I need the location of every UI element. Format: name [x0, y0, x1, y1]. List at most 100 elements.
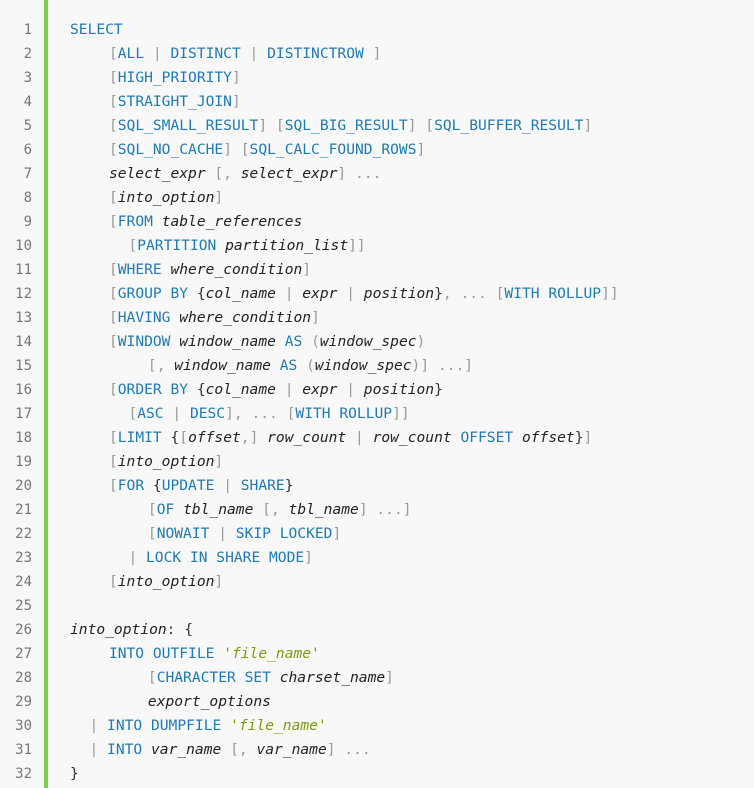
code-text: | LOCK IN SHARE MODE] — [128, 546, 313, 570]
line-number: 15 — [15, 358, 32, 374]
line-number: 11 — [15, 262, 32, 278]
syntax-punctuation: | — [163, 405, 190, 422]
sql-keyword: NOWAIT — [156, 525, 210, 542]
line-number: 3 — [23, 70, 32, 86]
code-line: 4[STRAIGHT_JOIN] — [0, 90, 754, 114]
code-text: [FROM table_references — [109, 210, 302, 234]
sql-keyword: AS — [279, 357, 298, 374]
syntax-variable: export_options — [147, 693, 271, 710]
code-text: | INTO DUMPFILE 'file_name' — [89, 714, 326, 738]
sql-keyword: OF — [156, 501, 175, 518]
code-line: 20[FOR {UPDATE | SHARE} — [0, 474, 754, 498]
line-number: 13 — [15, 310, 32, 326]
code-line: 21[OF tbl_name [, tbl_name] ...] — [0, 498, 754, 522]
syntax-punctuation: ] [ — [223, 141, 250, 158]
code-text: [STRAIGHT_JOIN] — [109, 90, 241, 114]
syntax-variable: table_references — [161, 213, 303, 230]
code-text: [ASC | DESC], ... [WITH ROLLUP]] — [128, 402, 409, 426]
syntax-punctuation: [, — [221, 741, 257, 758]
code-line: 14[WINDOW window_name AS (window_spec) — [0, 330, 754, 354]
syntax-variable: into_option — [117, 573, 215, 590]
syntax-punctuation: ] ... — [326, 741, 371, 758]
syntax-text — [221, 717, 230, 734]
sql-keyword: SQL_BIG_RESULT — [284, 117, 408, 134]
syntax-text — [216, 237, 225, 254]
code-text: [PARTITION partition_list]] — [128, 234, 365, 258]
code-text: [GROUP BY {col_name | expr | position}, … — [109, 282, 619, 306]
syntax-punctuation: | — [337, 381, 364, 398]
syntax-punctuation: [ — [179, 429, 189, 446]
syntax-punctuation: | — [144, 45, 171, 62]
string-literal: 'file_name' — [230, 717, 327, 734]
syntax-punctuation: ] — [583, 117, 593, 134]
code-text: [HIGH_PRIORITY] — [109, 66, 241, 90]
sql-keyword: ORDER BY — [117, 381, 189, 398]
code-line: 9[FROM table_references — [0, 210, 754, 234]
syntax-punctuation: ( — [302, 333, 320, 350]
syntax-text — [153, 213, 162, 230]
code-line: 13[HAVING where_condition] — [0, 306, 754, 330]
sql-keyword: INTO — [107, 741, 143, 758]
syntax-text — [271, 357, 280, 374]
syntax-punctuation: [ — [108, 117, 118, 134]
syntax-punctuation: [ — [108, 285, 118, 302]
syntax-variable: tbl_name — [183, 501, 254, 518]
code-text: | INTO var_name [, var_name] ... — [89, 738, 370, 762]
syntax-punctuation: | — [275, 285, 303, 302]
syntax-variable: select_expr — [240, 165, 338, 182]
syntax-punctuation: | — [346, 429, 373, 446]
syntax-text — [513, 429, 522, 446]
sql-keyword: INTO DUMPFILE — [107, 717, 222, 734]
syntax-variable: tbl_name — [288, 501, 359, 518]
code-text: [ALL | DISTINCT | DISTINCTROW ] — [109, 42, 381, 66]
code-text: into_option: { — [70, 618, 193, 642]
code-line: 30 | INTO DUMPFILE 'file_name' — [0, 714, 754, 738]
line-number: 20 — [15, 478, 32, 494]
code-line: 32} — [0, 762, 754, 786]
code-line: 17 [ASC | DESC], ... [WITH ROLLUP]] — [0, 402, 754, 426]
syntax-punctuation: [ — [128, 405, 138, 422]
sql-keyword: STRAIGHT_JOIN — [117, 93, 232, 110]
sql-keyword: WINDOW — [117, 333, 171, 350]
code-line: 12[GROUP BY {col_name | expr | position}… — [0, 282, 754, 306]
syntax-variable: into_option — [70, 621, 167, 638]
code-line: 8[into_option] — [0, 186, 754, 210]
syntax-punctuation: ) — [416, 333, 426, 350]
syntax-punctuation: ] — [332, 525, 342, 542]
sql-keyword: LOCK IN SHARE MODE — [146, 549, 305, 566]
syntax-variable: where_condition — [179, 309, 312, 326]
string-literal: 'file_name' — [223, 645, 320, 662]
syntax-punctuation: ] — [311, 309, 320, 326]
syntax-text: : { — [166, 621, 194, 638]
syntax-punctuation: [ — [108, 45, 118, 62]
line-number: 29 — [15, 694, 32, 710]
syntax-variable: expr — [302, 285, 338, 302]
syntax-variable: row_count — [267, 429, 347, 446]
code-text: [OF tbl_name [, tbl_name] ...] — [148, 498, 412, 522]
syntax-variable: var_name — [151, 741, 222, 758]
syntax-variable: into_option — [117, 189, 215, 206]
syntax-variable: position — [363, 381, 435, 398]
line-number: 19 — [15, 454, 32, 470]
syntax-variable: position — [363, 285, 435, 302]
code-line: 5[SQL_SMALL_RESULT] [SQL_BIG_RESULT] [SQ… — [0, 114, 754, 138]
syntax-variable: offset — [521, 429, 575, 446]
syntax-text — [214, 645, 223, 662]
syntax-variable: window_spec — [314, 357, 412, 374]
code-text: export_options — [148, 690, 271, 714]
code-line: 19 [into_option] — [0, 450, 754, 474]
syntax-punctuation: [ — [108, 477, 118, 494]
syntax-text: } — [70, 765, 79, 782]
code-text: [into_option] — [109, 450, 223, 474]
syntax-variable: partition_list — [225, 237, 349, 254]
line-number: 17 — [15, 406, 32, 422]
syntax-variable: select_expr — [108, 165, 206, 182]
code-text: [SQL_SMALL_RESULT] [SQL_BIG_RESULT] [SQL… — [109, 114, 592, 138]
gutter-accent-bar — [44, 0, 48, 788]
line-number: 30 — [15, 718, 32, 734]
syntax-variable: window_name — [179, 333, 276, 350]
syntax-text: } — [574, 429, 584, 446]
